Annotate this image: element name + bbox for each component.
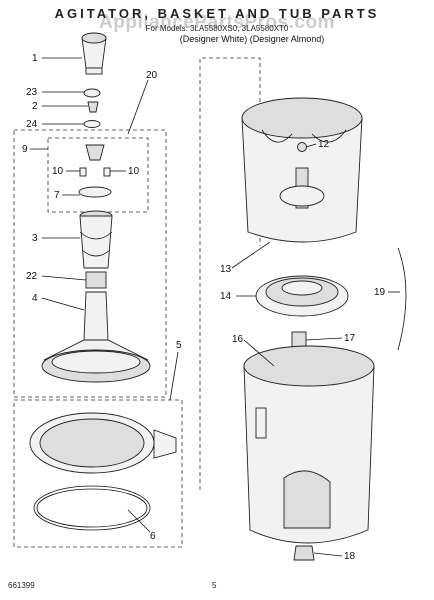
callout-9: 9 bbox=[22, 144, 28, 155]
callout-1: 1 bbox=[32, 53, 38, 64]
snap-ring-part bbox=[33, 485, 151, 531]
callout-12: 12 bbox=[318, 139, 330, 150]
callout-18: 18 bbox=[344, 551, 356, 562]
agitator-base-part bbox=[41, 291, 151, 383]
tub-ring-part bbox=[29, 412, 177, 474]
document-number: 661399 bbox=[8, 581, 35, 590]
callout-14: 14 bbox=[220, 291, 232, 302]
watermark: AppliancePartsPros.com bbox=[99, 12, 335, 33]
callout-7: 7 bbox=[54, 190, 60, 201]
dog-clutch-parts bbox=[78, 144, 112, 198]
routing-line bbox=[199, 57, 261, 490]
group-box-5 bbox=[13, 399, 183, 548]
callout-13: 13 bbox=[220, 264, 232, 275]
seal-part bbox=[83, 88, 101, 98]
diagram-title: AGITATOR, BASKET AND TUB PARTS bbox=[54, 6, 380, 21]
gasket-strip-part bbox=[397, 247, 407, 351]
callout-6: 6 bbox=[150, 531, 156, 542]
callout-4: 4 bbox=[32, 293, 38, 304]
model-list: For Models: 3LA5580XS0, 3LA5580XT0 bbox=[145, 24, 289, 33]
callout-20: 20 bbox=[146, 70, 158, 81]
washer-part bbox=[83, 120, 101, 128]
auger-part bbox=[79, 210, 113, 269]
color-variant: (Designer White) (Designer Almond) bbox=[179, 34, 325, 44]
auger-bearing-part bbox=[85, 271, 107, 289]
agitator-cap-part bbox=[81, 32, 107, 75]
callout-23: 23 bbox=[26, 87, 38, 98]
outer-tub-part bbox=[243, 345, 375, 544]
callout-2: 2 bbox=[32, 101, 38, 112]
callout-24: 24 bbox=[26, 119, 38, 130]
callout-5: 5 bbox=[176, 340, 182, 351]
wash-basket-part bbox=[241, 97, 363, 243]
callout-22: 22 bbox=[26, 271, 38, 282]
callout-10a: 10 bbox=[52, 166, 64, 177]
callout-3: 3 bbox=[32, 233, 38, 244]
drive-hub-ring-part bbox=[255, 275, 349, 317]
bolt-part bbox=[87, 101, 99, 113]
callout-10b: 10 bbox=[128, 166, 140, 177]
tub-drain-nut-part bbox=[293, 545, 315, 561]
callout-16: 16 bbox=[232, 334, 244, 345]
leader-lines bbox=[30, 57, 400, 557]
callout-17: 17 bbox=[344, 333, 356, 344]
callout-19: 19 bbox=[374, 287, 386, 298]
page-number: 5 bbox=[212, 581, 217, 590]
